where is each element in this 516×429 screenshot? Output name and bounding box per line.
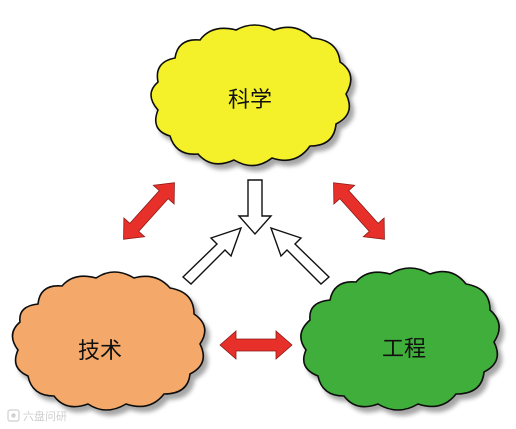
cloud-engineering-label: 工程 [382, 337, 426, 362]
hollow-arrow-from-technology [181, 226, 243, 285]
hollow-arrow-from-engineering [269, 226, 331, 285]
double-arrow-science-engineering [333, 182, 385, 240]
hollow-arrow-from-science-shape [237, 179, 273, 236]
cloud-technology-shape [11, 271, 206, 411]
double-arrow-technology-engineering [219, 330, 293, 360]
cloud-technology: 技术 [11, 271, 206, 411]
cloud-science-shape [150, 24, 352, 167]
hollow-arrow-from-science [237, 179, 273, 236]
watermark-text: 六盘问研 [23, 409, 67, 423]
watermark: 六盘问研 [7, 409, 67, 423]
double-arrow-science-technology [123, 182, 175, 240]
cloud-engineering: 工程 [300, 267, 500, 411]
cloud-technology-label: 技术 [78, 339, 122, 364]
double-arrow-science-technology-shape [123, 182, 175, 240]
cloud-engineering-shape [300, 267, 500, 411]
double-arrow-science-engineering-shape [333, 182, 385, 240]
hollow-arrow-from-technology-shape [181, 226, 243, 285]
double-arrow-technology-engineering-shape [219, 330, 293, 360]
watermark-icon [7, 409, 20, 422]
cloud-science-label: 科学 [228, 88, 272, 113]
hollow-arrow-from-engineering-shape [269, 226, 331, 285]
cloud-science: 科学 [150, 24, 352, 167]
